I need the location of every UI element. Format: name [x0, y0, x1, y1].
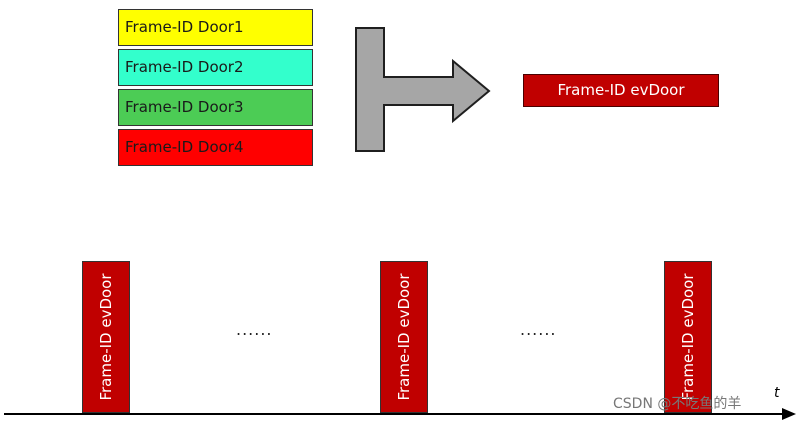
frame-label-door4: Frame-ID Door4	[125, 138, 244, 156]
frame-label-door2: Frame-ID Door2	[125, 58, 244, 76]
frame-label-door3: Frame-ID Door3	[125, 98, 244, 116]
timeline-frame-bar-2: Frame-ID evDoor	[380, 261, 428, 413]
timeline-frame-label-1: Frame-ID evDoor	[97, 273, 115, 401]
frame-label-door1: Frame-ID Door1	[125, 18, 244, 36]
timeline-frame-label-2: Frame-ID evDoor	[395, 273, 413, 401]
ellipsis-2: ......	[520, 320, 557, 339]
timeline-frame-bar-3: Frame-ID evDoor	[664, 261, 712, 413]
target-frame-label: Frame-ID evDoor	[557, 81, 685, 99]
frame-box-door3: Frame-ID Door3	[118, 89, 313, 126]
frame-box-door2: Frame-ID Door2	[118, 49, 313, 86]
ellipsis-1: ......	[236, 320, 273, 339]
watermark: CSDN @不吃鱼的羊	[613, 396, 742, 412]
target-frame-box: Frame-ID evDoor	[523, 74, 719, 107]
time-axis-label: t	[774, 385, 780, 401]
frame-box-door4: Frame-ID Door4	[118, 129, 313, 166]
frame-box-door1: Frame-ID Door1	[118, 9, 313, 46]
timeline-frame-label-3: Frame-ID evDoor	[679, 273, 697, 401]
timeline-frame-bar-1: Frame-ID evDoor	[82, 261, 130, 413]
